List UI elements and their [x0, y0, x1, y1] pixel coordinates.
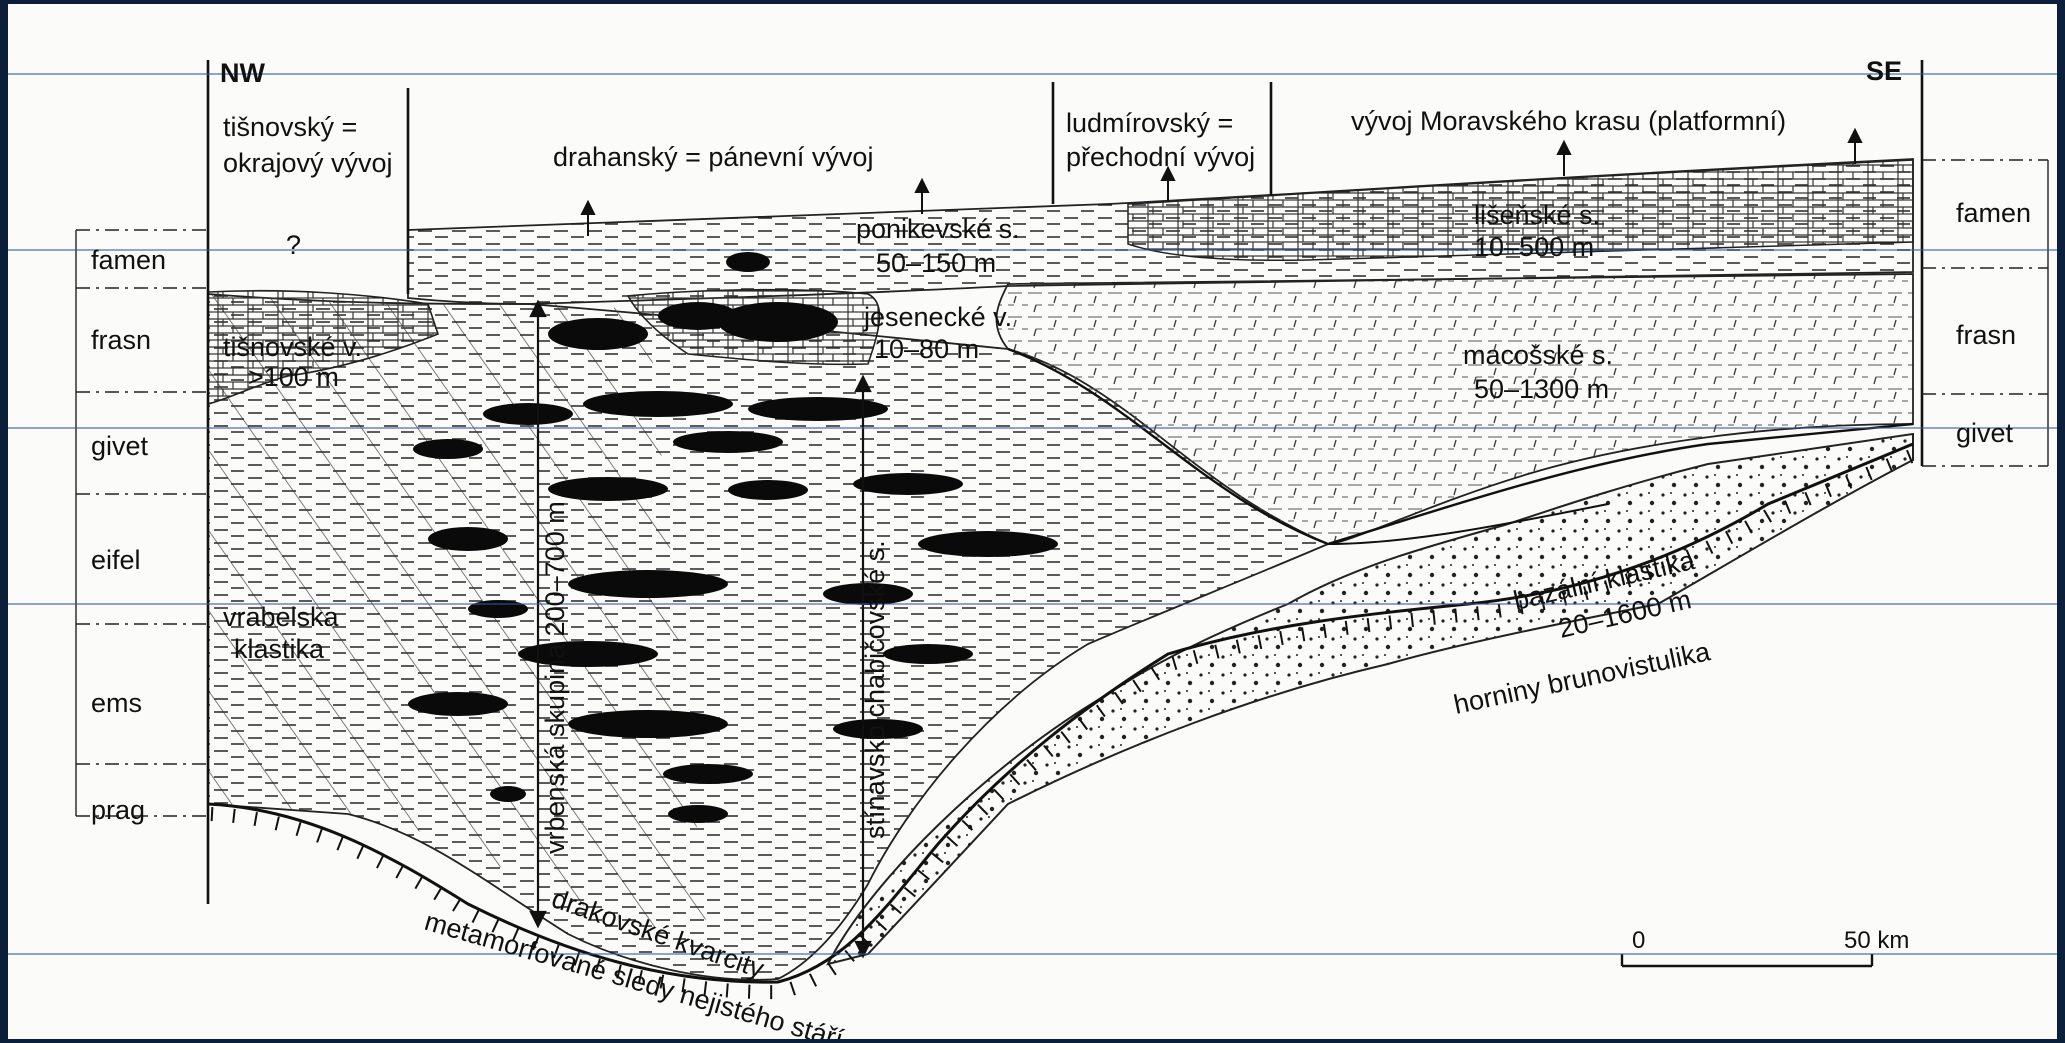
direction-se: SE [1866, 56, 1902, 86]
geologic-cross-section: NW SE famen frasn givet eifel ems prag f… [8, 4, 2057, 1039]
label-vrabelska-2: klastika [234, 634, 325, 664]
label-jesenecke-2: 10–80 m [874, 334, 979, 364]
stage-ems: ems [91, 688, 142, 718]
stage-prag: prag [91, 795, 145, 825]
stage-eifel: eifel [91, 545, 141, 575]
stage-frasn: frasn [91, 325, 151, 355]
scale-bar [1622, 954, 1872, 966]
label-tisnovske-2: >100 m [248, 362, 339, 392]
stage-right-famen: famen [1956, 198, 2031, 228]
label-vrbenska: vrbenská skupina 200–700 m [540, 501, 570, 854]
label-ponikevske-2: 50–150 m [876, 248, 996, 278]
label-macosske-2: 50–1300 m [1474, 374, 1609, 404]
header-tisnovsky-1: tišnovský = [223, 112, 357, 142]
label-stinavsko: stínavsko chabičovské s. [860, 540, 890, 839]
scale-start: 0 [1632, 927, 1645, 954]
header-drahansky: drahanský = pánevní vývoj [553, 142, 873, 172]
label-lisenske-2: 10–500 m [1474, 232, 1594, 262]
direction-nw: NW [220, 58, 265, 88]
label-question: ? [286, 230, 301, 260]
scale-end: 50 km [1844, 927, 1909, 954]
stage-right-frasn: frasn [1956, 320, 2016, 350]
label-jesenecke-1: jesenecké v. [863, 302, 1012, 332]
label-lisenske-1: lišeňské s. [1474, 200, 1600, 230]
diagram-frame: NW SE famen frasn givet eifel ems prag f… [8, 4, 2057, 1039]
header-tisnovsky-2: okrajový vývoj [223, 148, 393, 178]
label-tisnovske-1: tišnovské v. [223, 332, 362, 362]
label-brunovistulika: horniny brunovistulika [1451, 636, 1714, 720]
label-vrabelska-1: vrabelska [223, 602, 340, 632]
left-stage-scale [76, 230, 208, 816]
stage-right-givet: givet [1956, 418, 2014, 448]
stage-givet: givet [91, 431, 149, 461]
label-ponikevske-1: ponikevské s. [856, 214, 1020, 244]
header-moravsky: vývoj Moravského krasu (platformní) [1351, 106, 1786, 136]
header-ludmirovsky-1: ludmírovský = [1066, 108, 1233, 138]
stage-famen: famen [91, 245, 166, 275]
label-macosske-1: macošské s. [1463, 340, 1613, 370]
header-ludmirovsky-2: přechodní vývoj [1066, 142, 1255, 172]
